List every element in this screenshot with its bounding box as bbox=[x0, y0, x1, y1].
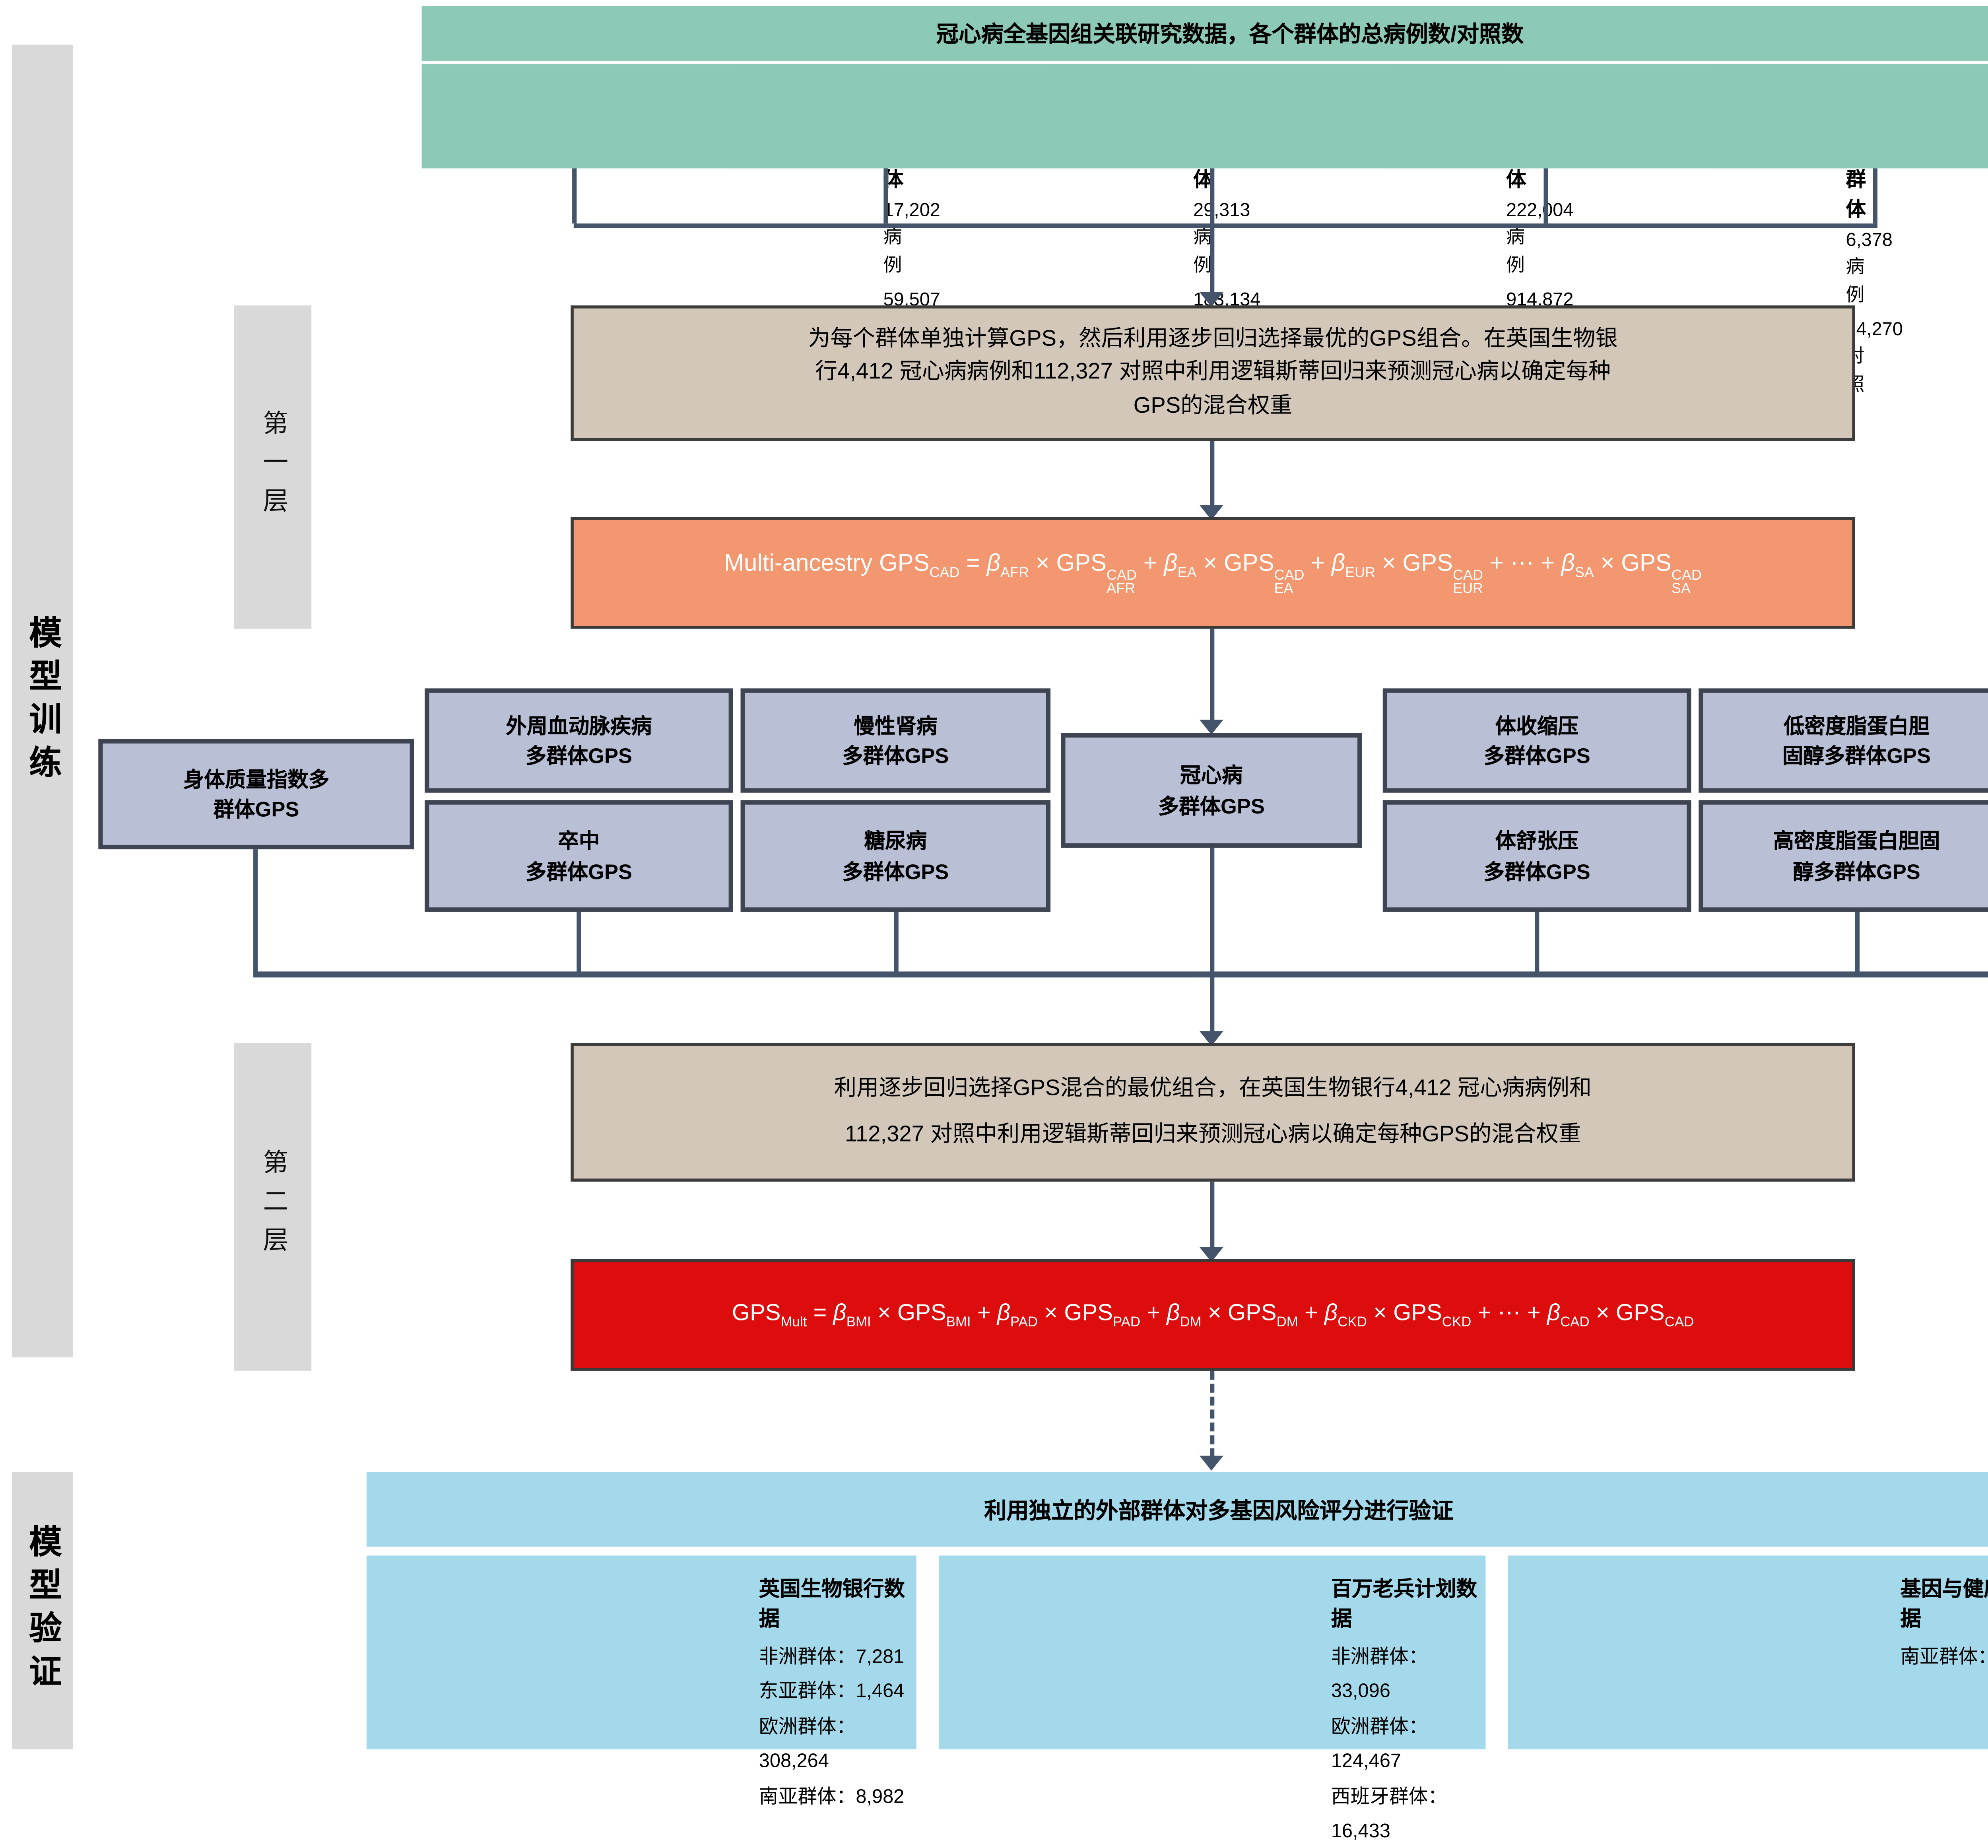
gps-box-hdl: 高密度脂蛋白胆固 醇多群体GPS bbox=[1699, 800, 1988, 912]
connector-line bbox=[883, 168, 888, 224]
gps-box-label: 冠心病 多群体GPS bbox=[1158, 763, 1265, 817]
gps-box-label: 体舒张压 多群体GPS bbox=[1483, 829, 1590, 883]
connector-line bbox=[577, 912, 581, 974]
connector-line bbox=[253, 849, 258, 974]
model-training-rail: 模型训练 bbox=[12, 45, 73, 1358]
validation-header: 利用独立的外部群体对多基因风险评分进行验证 bbox=[366, 1472, 1988, 1547]
gps-box-label: 外周血动脉疾病 多群体GPS bbox=[506, 713, 652, 768]
connector-line bbox=[1535, 912, 1540, 974]
gps-box-label: 高密度脂蛋白胆固 醇多群体GPS bbox=[1773, 829, 1940, 883]
model-validation-rail: 模型验证 bbox=[12, 1472, 73, 1749]
gps-box-label: 体收缩压 多群体GPS bbox=[1483, 713, 1590, 768]
dashed-connector-line bbox=[1209, 1370, 1214, 1458]
layer1-rail: 第一层 bbox=[234, 305, 312, 629]
gps-box-dbp: 体舒张压 多群体GPS bbox=[1382, 800, 1691, 912]
validation-title: 利用独立的外部群体对多基因风险评分进行验证 bbox=[984, 1498, 1454, 1524]
step2-description-box: 利用逐步回归选择GPS混合的最优组合，在英国生物银行4,412 冠心病病例和 1… bbox=[571, 1043, 1855, 1182]
cohort-name: 百万老兵计划数据 bbox=[1331, 1576, 1477, 1630]
cohort-item: 欧洲群体：124,467 bbox=[1331, 1714, 1428, 1772]
gps-mult-formula: GPSMult = βBMI × GPSBMI + βPAD × GPSPAD … bbox=[732, 1301, 1694, 1330]
connector-bus-line bbox=[253, 971, 1988, 978]
gwas-header: 冠心病全基因组关联研究数据，各个群体的总病例数/对照数 bbox=[421, 6, 1988, 61]
gps-box-ldl: 低密度脂蛋白胆 固醇多群体GPS bbox=[1699, 688, 1988, 793]
arrow-down-icon bbox=[1199, 720, 1223, 735]
arrow-down-icon bbox=[1199, 292, 1223, 307]
cohort-item: 南亚群体：8,982 bbox=[759, 1784, 905, 1807]
gps-box-label: 慢性肾病 多群体GPS bbox=[842, 713, 949, 768]
cohort-name: 英国生物银行数据 bbox=[759, 1576, 905, 1630]
cohort-item: 非洲群体：7,281 bbox=[759, 1645, 905, 1667]
arrow-down-icon bbox=[1199, 1456, 1223, 1471]
layer1-label: 第一层 bbox=[258, 409, 287, 526]
model-validation-label: 模型验证 bbox=[24, 1524, 62, 1697]
connector-line bbox=[1543, 168, 1548, 224]
step2-text: 利用逐步回归选择GPS混合的最优组合，在英国生物银行4,412 冠心病病例和 1… bbox=[834, 1075, 1592, 1147]
connector-line bbox=[1873, 168, 1877, 224]
gps-box-sbp: 体收缩压 多群体GPS bbox=[1382, 688, 1691, 793]
cohort-name: 基因与健康研究数据 bbox=[1900, 1576, 1988, 1630]
step1-description-box: 为每个群体单独计算GPS，然后利用逐步回归选择最优的GPS组合。在英国生物银 行… bbox=[571, 305, 1855, 441]
cohort-box-million-veteran: 百万老兵计划数据 非洲群体：33,096 欧洲群体：124,467 西班牙群体：… bbox=[938, 1555, 1486, 1842]
cohort-box-uk-biobank: 英国生物银行数据 非洲群体：7,281 东亚群体：1,464 欧洲群体：308,… bbox=[366, 1555, 916, 1807]
layer2-rail: 第二层 bbox=[234, 1043, 312, 1371]
population-cell-south-asian: 南亚群体 1,110 病例 20,898 对照 bbox=[1712, 64, 1988, 169]
cohort-item: 东亚群体：1,464 bbox=[759, 1680, 905, 1702]
connector-line bbox=[1209, 1181, 1214, 1249]
connector-line bbox=[894, 912, 899, 974]
connector-line bbox=[1209, 848, 1214, 1033]
gps-box-stroke: 卒中 多群体GPS bbox=[425, 800, 733, 912]
gps-box-cad: 冠心病 多群体GPS bbox=[1061, 733, 1362, 848]
gps-box-label: 身体质量指数多 群体GPS bbox=[183, 767, 330, 821]
step1-text: 为每个群体单独计算GPS，然后利用逐步回归选择最优的GPS组合。在英国生物银 行… bbox=[808, 326, 1618, 419]
gps-box-diabetes: 糖尿病 多群体GPS bbox=[740, 800, 1051, 912]
model-training-label: 模型训练 bbox=[24, 614, 62, 788]
gwas-title: 冠心病全基因组关联研究数据，各个群体的总病例数/对照数 bbox=[936, 22, 1524, 48]
cohort-item: 南亚群体：16,784 bbox=[1900, 1645, 1988, 1667]
cohort-item: 非洲群体：33,096 bbox=[1331, 1645, 1428, 1702]
connector-line bbox=[572, 168, 577, 224]
connector-bus-line bbox=[573, 223, 1877, 228]
gps-box-label: 卒中 多群体GPS bbox=[525, 829, 633, 883]
diagram-root: 模型训练 模型验证 第一层 第二层 冠心病全基因组关联研究数据，各个群体的总病例… bbox=[12, 6, 1988, 1842]
connector-line bbox=[1210, 168, 1215, 224]
connector-line bbox=[1855, 912, 1860, 974]
gps-mult-formula-box: GPSMult = βBMI × GPSBMI + βPAD × GPSPAD … bbox=[571, 1259, 1855, 1371]
gps-box-bmi: 身体质量指数多 群体GPS bbox=[98, 739, 414, 850]
gps-box-ckd: 慢性肾病 多群体GPS bbox=[740, 688, 1051, 793]
cohort-item: 欧洲群体：308,264 bbox=[759, 1714, 856, 1772]
connector-line bbox=[1209, 441, 1214, 507]
cohort-box-genes-health: 基因与健康研究数据 南亚群体：16,784 bbox=[1508, 1555, 1988, 1749]
gps-box-pad: 外周血动脉疾病 多群体GPS bbox=[425, 688, 733, 793]
gps-box-label: 糖尿病 多群体GPS bbox=[842, 829, 949, 883]
cohort-item: 西班牙群体：16,433 bbox=[1331, 1784, 1448, 1842]
gps-box-label: 低密度脂蛋白胆 固醇多群体GPS bbox=[1782, 713, 1931, 768]
layer2-label: 第二层 bbox=[258, 1149, 287, 1265]
connector-line bbox=[1209, 223, 1214, 294]
connector-line bbox=[1209, 629, 1214, 721]
